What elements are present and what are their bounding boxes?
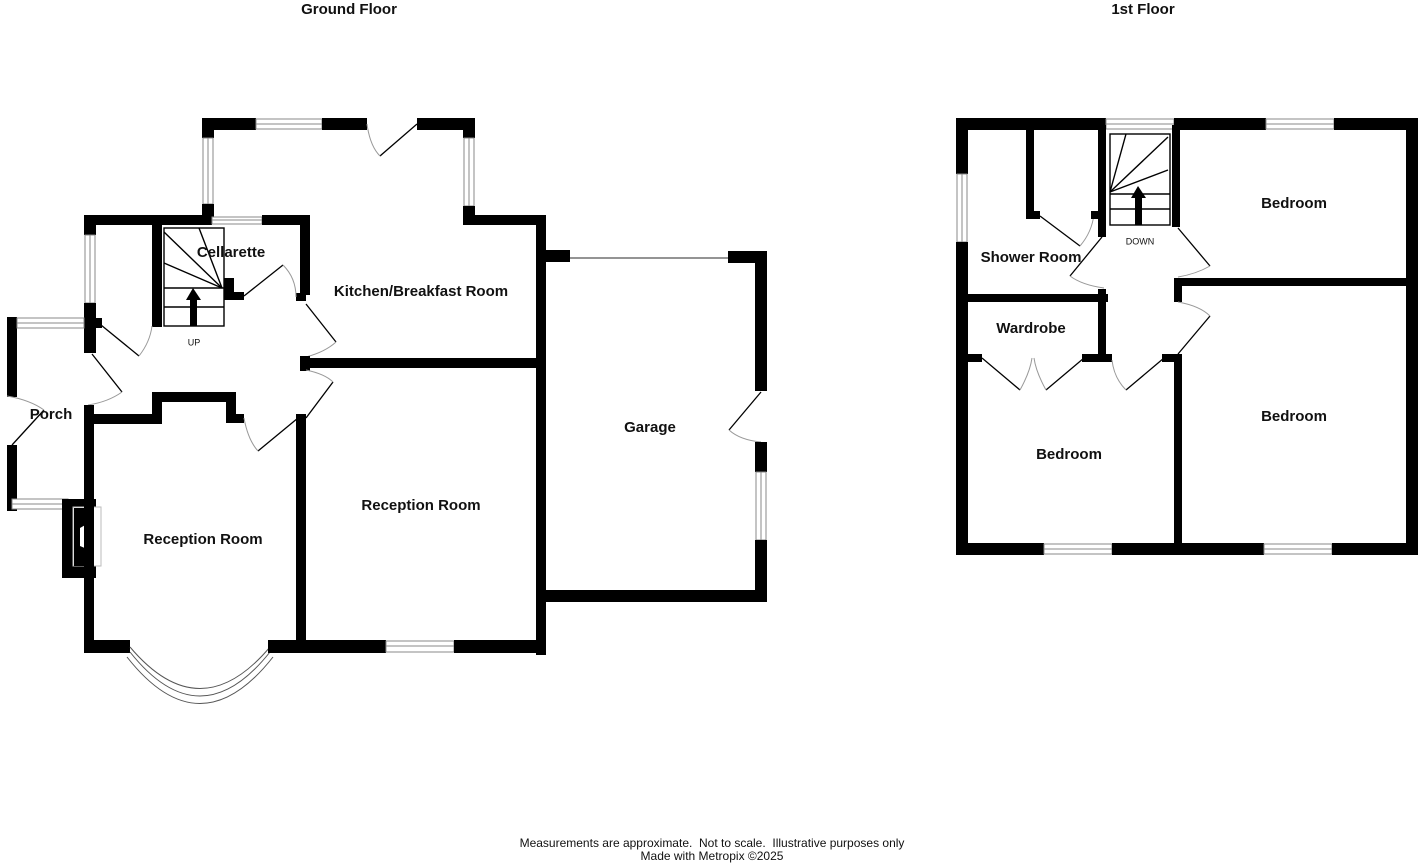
room-label-bedroom-1: Bedroom [1036, 446, 1102, 463]
ground-floor-plan [6, 118, 767, 704]
disclaimer-text: Measurements are approximate. Not to sca… [519, 836, 905, 850]
room-label-garage: Garage [624, 419, 676, 436]
room-label-porch: Porch [30, 406, 73, 423]
ground-floor-title: Ground Floor [301, 1, 397, 18]
room-label-reception-1: Reception Room [143, 531, 262, 548]
room-label-kitchen: Kitchen/Breakfast Room [334, 283, 508, 300]
stairs-down-label: DOWN [1126, 236, 1155, 246]
credit-text: Made with Metropix ©2025 [640, 849, 784, 863]
arrow-icon [1135, 197, 1142, 225]
room-label-bedroom-2: Bedroom [1261, 195, 1327, 212]
footer: Measurements are approximate. Not to sca… [520, 837, 905, 863]
stairs-up-label: UP [188, 337, 201, 347]
staircase-up [163, 227, 225, 327]
room-label-reception-2: Reception Room [361, 497, 480, 514]
room-label-shower-room: Shower Room [981, 249, 1082, 266]
first-floor-title: 1st Floor [1111, 1, 1175, 18]
room-label-wardrobe: Wardrobe [996, 320, 1065, 337]
room-label-bedroom-3: Bedroom [1261, 408, 1327, 425]
first-floor-plan [956, 118, 1418, 555]
wall [202, 118, 256, 130]
room-label-cellarette: Cellarette [197, 244, 265, 261]
arrow-up-icon [190, 298, 197, 326]
door [379, 123, 418, 157]
staircase-down [1109, 133, 1171, 226]
bay-window [129, 646, 271, 689]
